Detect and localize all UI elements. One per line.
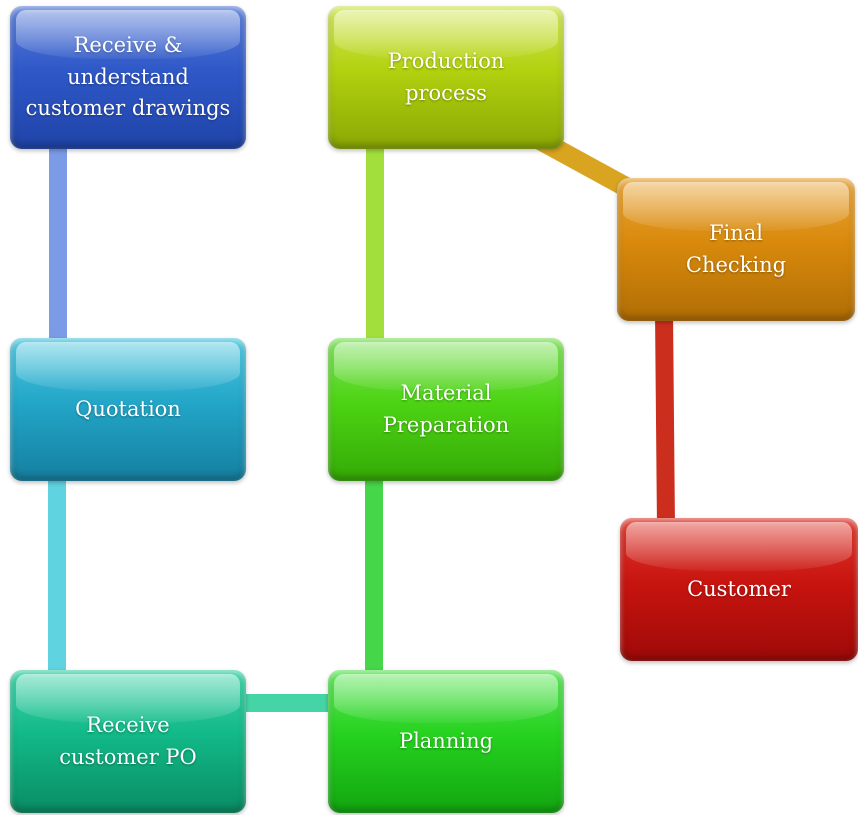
node-label-production-process: Production process [387, 49, 505, 105]
node-planning: Planning [328, 670, 564, 813]
node-label-receive-drawings: Receive & understand customer drawings [25, 33, 231, 121]
node-label-planning: Planning [398, 728, 494, 753]
node-receive-po: Receive customer PO [10, 670, 246, 813]
node-label-material-preparation: Material Preparation [382, 381, 510, 437]
node-receive-drawings: Receive & understand customer drawings [10, 6, 246, 149]
node-quotation: Quotation [10, 338, 246, 481]
node-material-preparation: Material Preparation [328, 338, 564, 481]
node-customer: Customer [620, 518, 858, 661]
node-label-receive-po: Receive customer PO [59, 713, 197, 769]
node-label-final-checking: Final Checking [685, 221, 787, 277]
node-label-quotation: Quotation [75, 396, 181, 421]
connector-final-customer [655, 311, 675, 529]
node-label-customer: Customer [687, 576, 791, 601]
node-production-process: Production process [328, 6, 564, 149]
node-final-checking: Final Checking [617, 178, 855, 321]
